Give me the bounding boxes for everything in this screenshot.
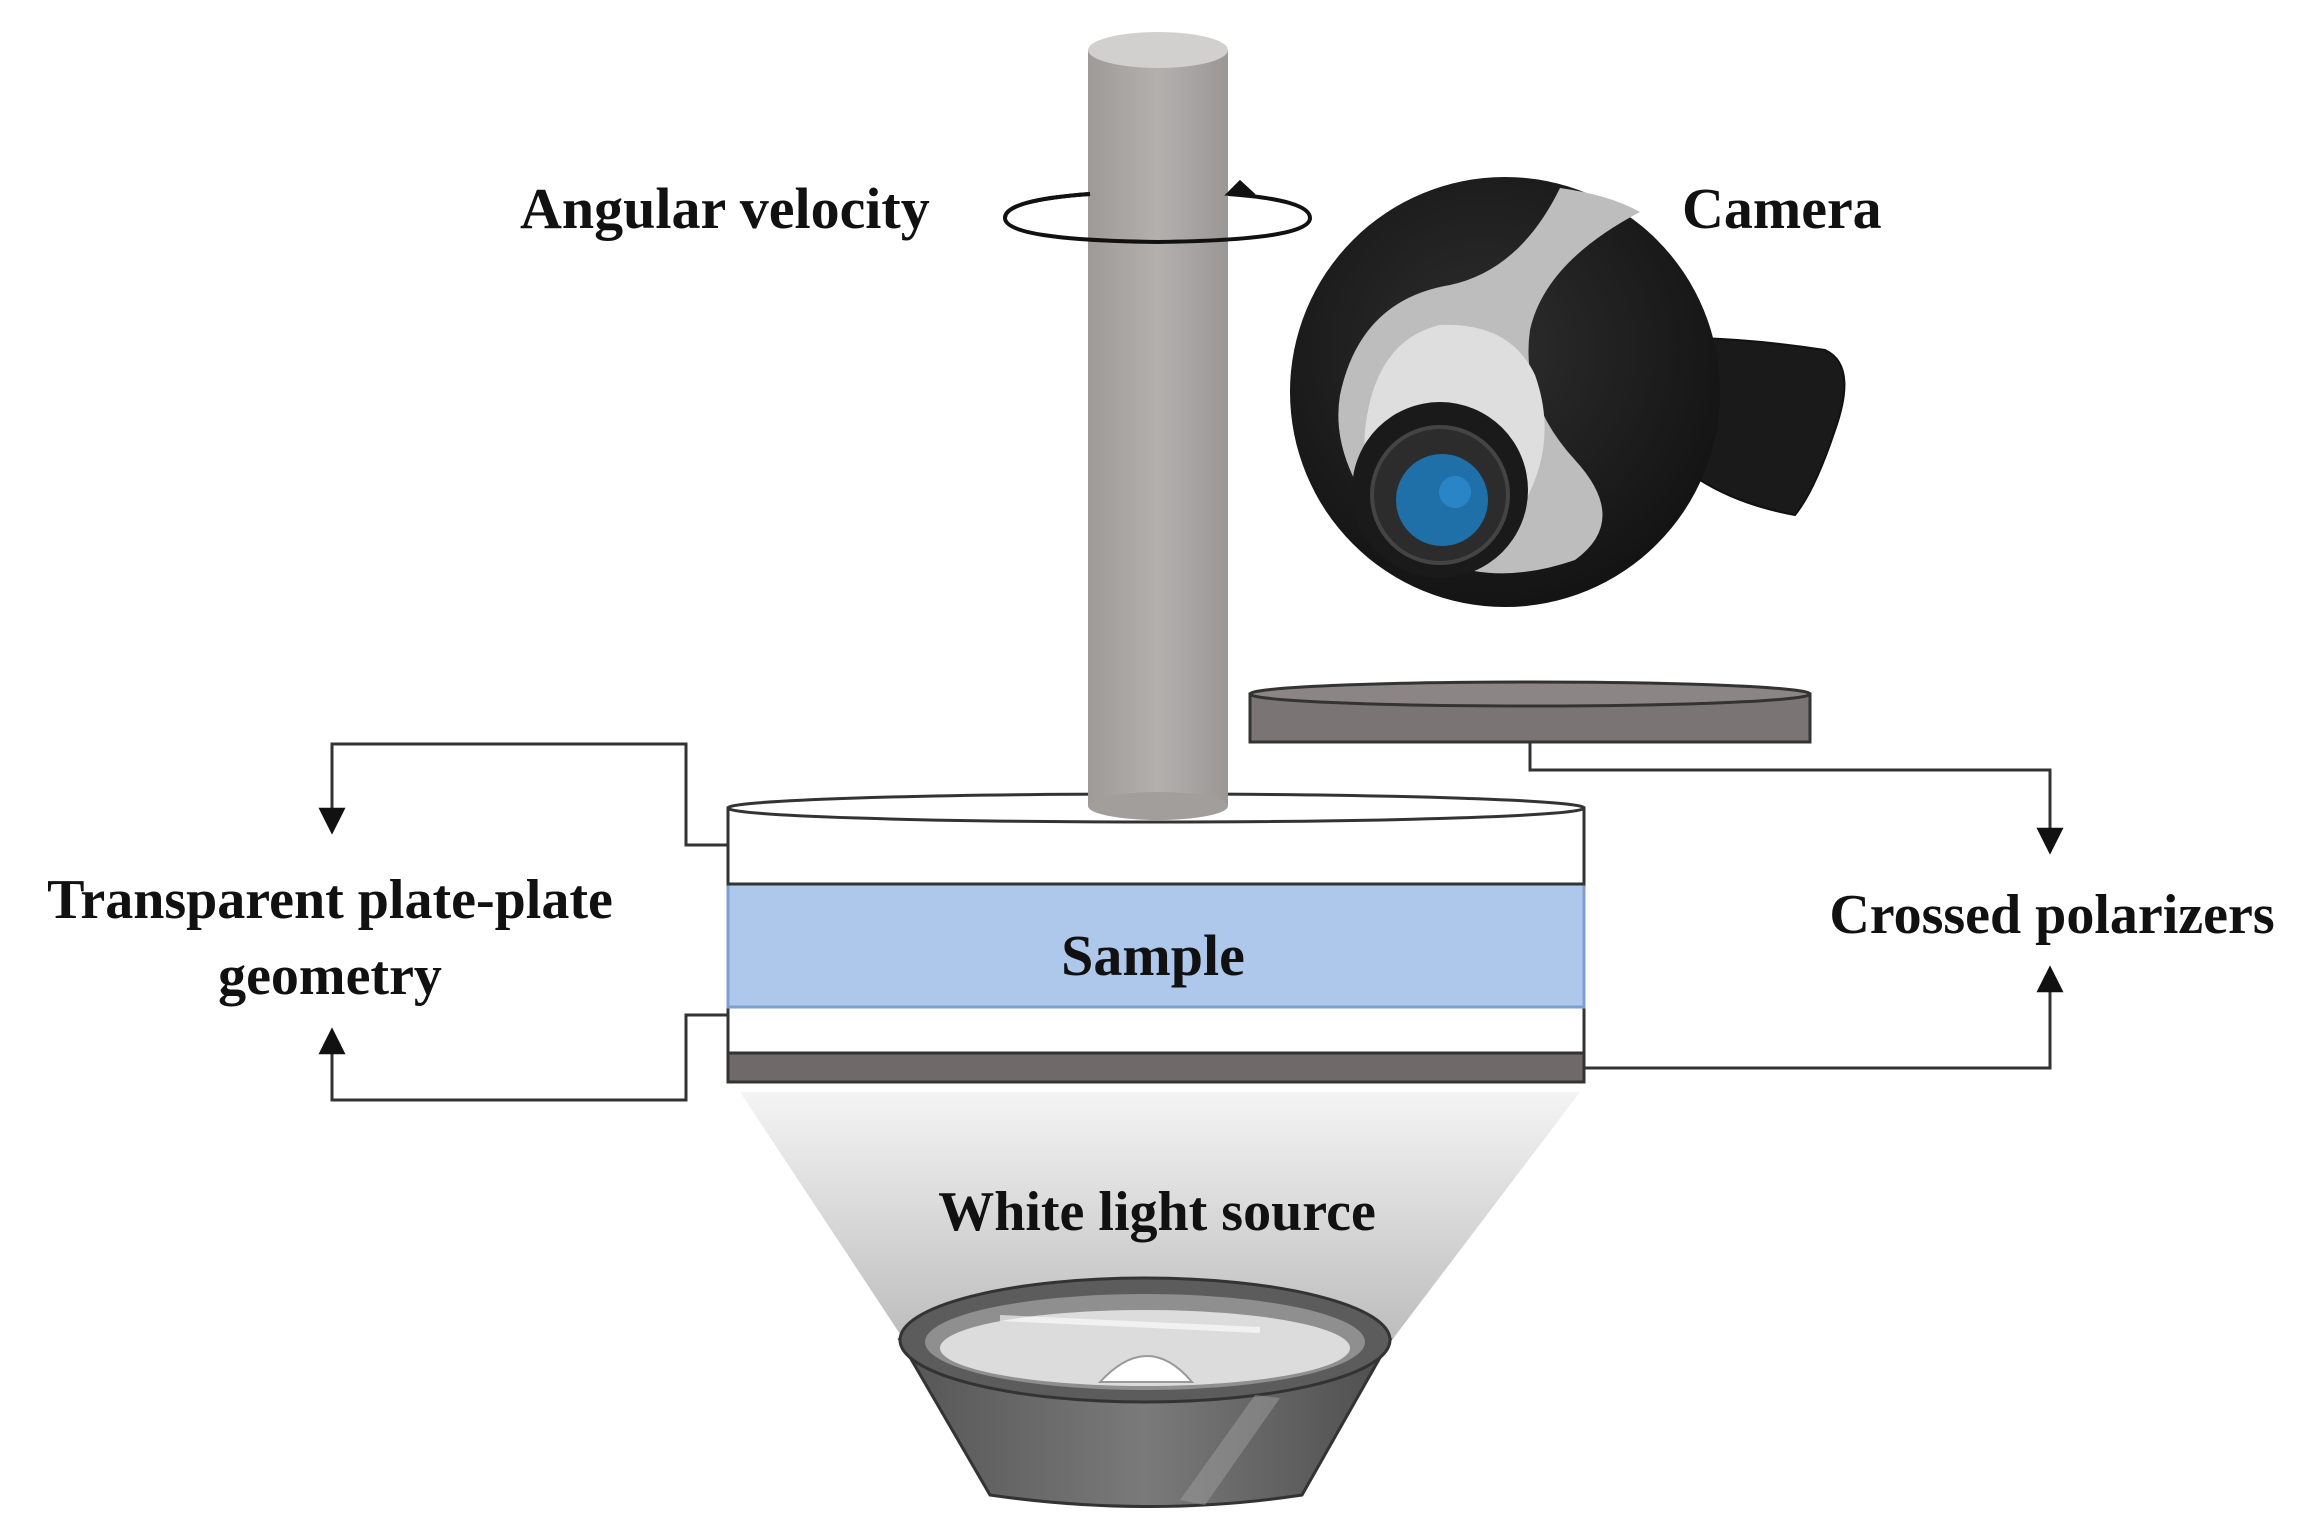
- rotation-arrow-icon: [1002, 179, 1313, 245]
- label-transparent-geometry-line1: Transparent plate-plate: [47, 869, 613, 931]
- label-angular-velocity: Angular velocity: [520, 176, 930, 241]
- geometry-connector-lines: [318, 742, 728, 1102]
- lamp-icon: [897, 1276, 1393, 1508]
- label-white-light-source: White light source: [938, 1181, 1376, 1243]
- label-sample: Sample: [1061, 923, 1245, 988]
- sample-layer: [726, 880, 1586, 1009]
- camera-icon: [1290, 177, 1846, 607]
- polarizer-connector-lines: [1528, 742, 2064, 1070]
- label-crossed-polarizers: Crossed polarizers: [1829, 884, 2274, 946]
- label-camera: Camera: [1682, 176, 1882, 241]
- label-transparent-geometry-line2: geometry: [218, 945, 442, 1007]
- polarizer-disc: [1248, 680, 1812, 744]
- light-cone: [740, 1092, 1580, 1340]
- rotating-shaft: [1088, 32, 1228, 820]
